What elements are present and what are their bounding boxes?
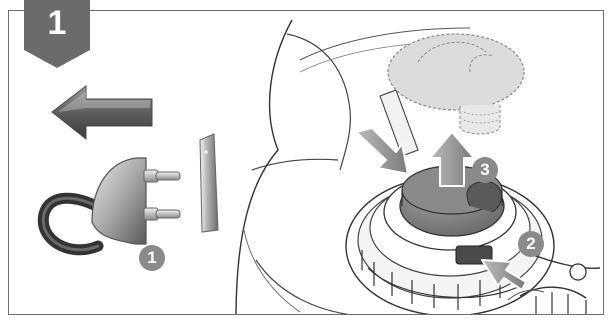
wall-socket-icon xyxy=(200,134,218,232)
callout-1: 1 xyxy=(139,245,165,271)
callout-2: 2 xyxy=(518,231,544,257)
unplug-arrow-icon xyxy=(52,86,152,139)
step-number: 1 xyxy=(24,2,90,44)
removed-lid-outline xyxy=(388,34,524,134)
power-plug-icon xyxy=(43,158,180,250)
callout-3: 3 xyxy=(472,157,498,183)
